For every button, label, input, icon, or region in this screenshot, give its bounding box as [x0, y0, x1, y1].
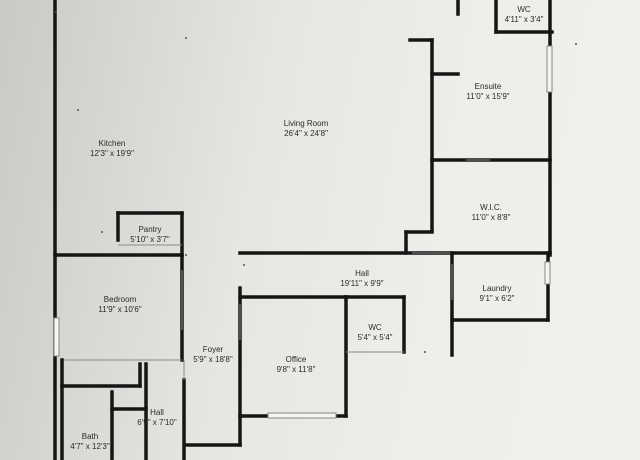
- mark-dot: [243, 264, 245, 266]
- room-name: Hall: [150, 408, 164, 417]
- room-name: Foyer: [203, 345, 224, 354]
- mark-dot: [77, 109, 79, 111]
- room-dimensions: 11'0" x 15'9": [466, 92, 509, 101]
- room-label-hall-small: Hall 6'9" x 7'10": [137, 408, 177, 427]
- room-label-foyer: Foyer 5'9" x 18'8": [193, 345, 233, 364]
- room-dimensions: 6'9" x 7'10": [137, 418, 177, 427]
- room-label-bedroom: Bedroom 11'9" x 10'6": [98, 295, 141, 314]
- mark-dot: [55, 11, 57, 13]
- room-dimensions: 5'9" x 18'8": [193, 355, 233, 364]
- room-dimensions: 12'3" x 19'9": [90, 149, 134, 158]
- room-dimensions: 11'0" x 8'8": [472, 213, 511, 222]
- window-office: [267, 412, 337, 419]
- room-name: Hall: [355, 269, 369, 278]
- room-dimensions: 9'1" x 6'2": [480, 294, 515, 303]
- mark-dot: [185, 37, 187, 39]
- room-dimensions: 4'11" x 3'4": [505, 15, 544, 24]
- room-name: Pantry: [138, 225, 161, 234]
- room-name: Laundry: [483, 284, 512, 293]
- room-name: Living Room: [284, 119, 329, 128]
- window-ensuite: [546, 45, 553, 93]
- room-dimensions: 26'4" x 24'8": [284, 129, 328, 138]
- room-name: Kitchen: [99, 139, 126, 148]
- mark-dot: [575, 43, 577, 45]
- room-dimensions: 9'8" x 11'8": [277, 365, 316, 374]
- room-dimensions: 4'7" x 12'3": [70, 442, 110, 451]
- room-name: WC: [517, 5, 531, 14]
- mark-dot: [185, 254, 187, 256]
- room-name: Bedroom: [104, 295, 137, 304]
- room-dimensions: 11'9" x 10'6": [98, 305, 141, 314]
- room-name: Office: [286, 355, 307, 364]
- room-dimensions: 5'4" x 5'4": [358, 333, 393, 342]
- room-label-wic: W.I.C. 11'0" x 8'8": [472, 203, 511, 222]
- room-label-kitchen: Kitchen 12'3" x 19'9": [90, 139, 134, 158]
- room-label-laundry: Laundry 9'1" x 6'2": [480, 284, 515, 303]
- room-label-office: Office 9'8" x 11'8": [277, 355, 316, 374]
- room-name: Ensuite: [475, 82, 502, 91]
- mark-dot: [101, 231, 103, 233]
- mark-dot: [424, 351, 426, 353]
- window-bedroom: [53, 317, 60, 357]
- room-label-living-room: Living Room 26'4" x 24'8": [284, 119, 329, 138]
- room-name: Bath: [82, 432, 98, 441]
- room-label-hall-main: Hall 19'11" x 9'9": [340, 269, 383, 288]
- room-label-bath: Bath 4'7" x 12'3": [70, 432, 110, 451]
- room-label-pantry: Pantry 5'10" x 3'7": [130, 225, 170, 244]
- room-name: WC: [368, 323, 382, 332]
- room-name: W.I.C.: [480, 203, 502, 212]
- room-dimensions: 5'10" x 3'7": [130, 235, 170, 244]
- room-dimensions: 19'11" x 9'9": [340, 279, 383, 288]
- room-label-wc-top: WC 4'11" x 3'4": [505, 5, 544, 24]
- window-laundry: [544, 261, 551, 285]
- room-label-wc-mid: WC 5'4" x 5'4": [358, 323, 393, 342]
- room-label-ensuite: Ensuite 11'0" x 15'9": [466, 82, 509, 101]
